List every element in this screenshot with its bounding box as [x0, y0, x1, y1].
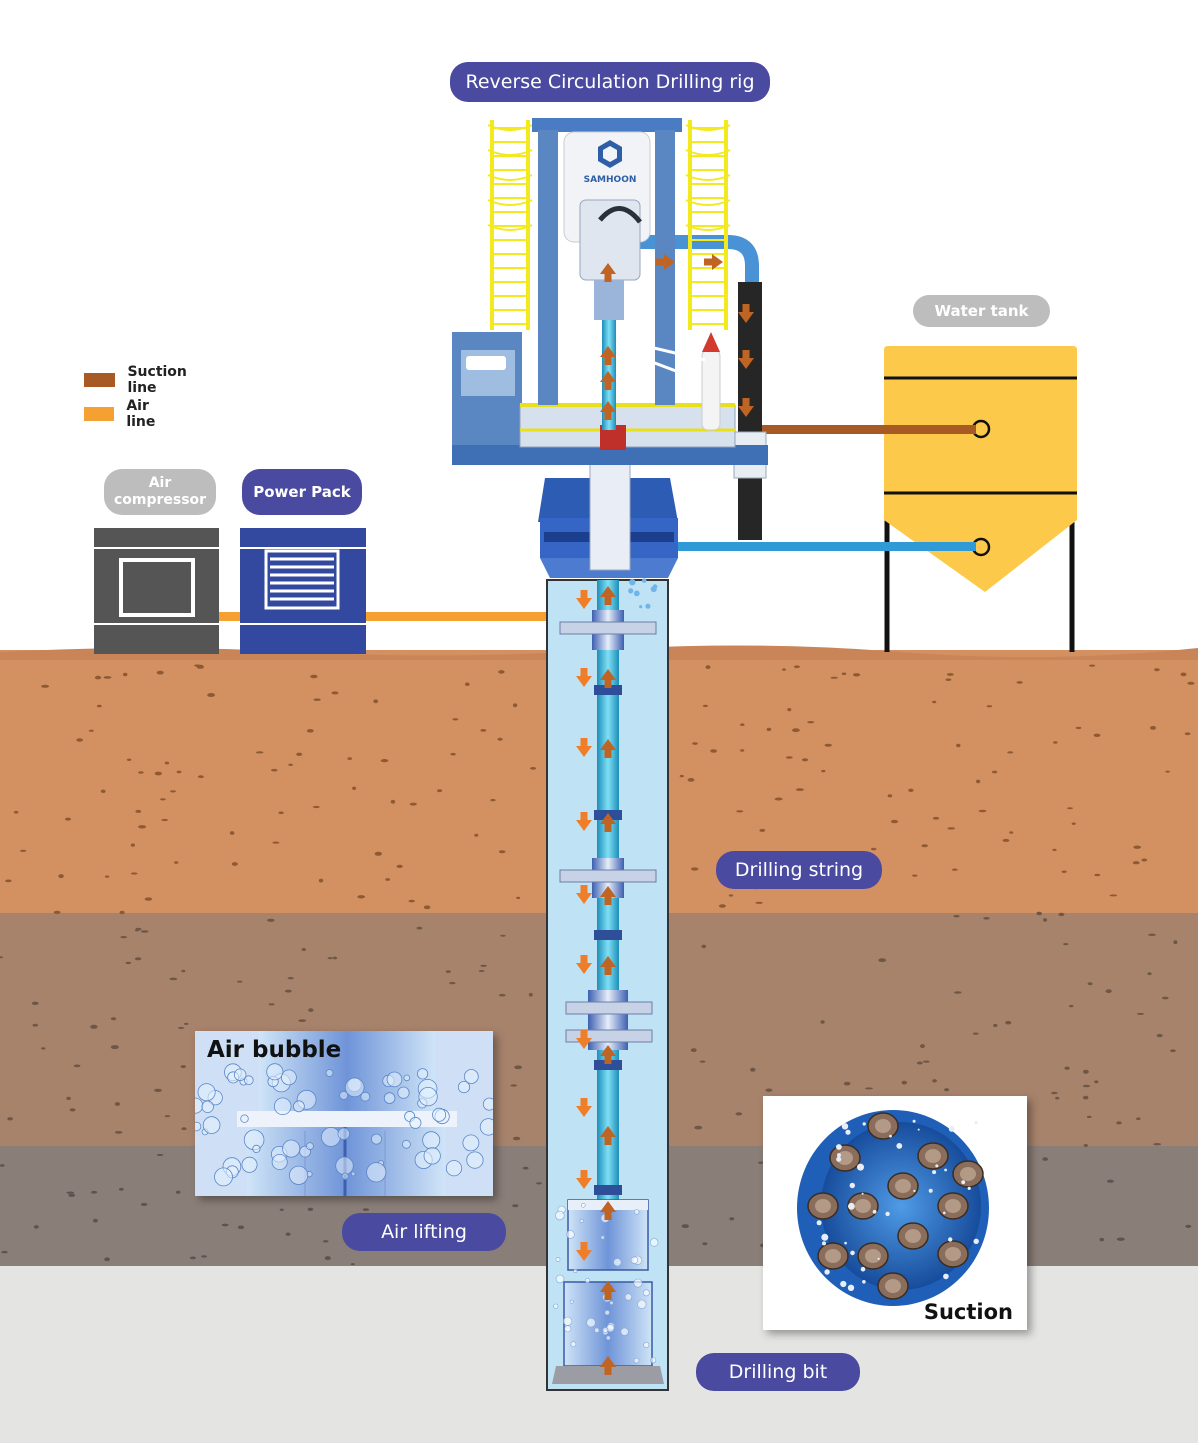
air-line-compressor: [219, 612, 241, 621]
rotary-table: [538, 449, 678, 578]
water-supply-pipe: [678, 542, 976, 551]
legend-swatch-suction: [84, 373, 116, 387]
water-tank: [884, 346, 1077, 652]
air-lifting-label: Air lifting: [342, 1213, 506, 1251]
air-compressor-label-line1: Air: [148, 475, 172, 491]
rig-title-label: Reverse Circulation Drilling rig: [450, 62, 770, 102]
suction-inset-title: Suction: [923, 1300, 1013, 1324]
air-bubble-inset: Air bubble: [195, 1031, 493, 1196]
legend-swatch-air: [84, 407, 115, 421]
discharge-elbow-pipe: [640, 235, 759, 282]
power-pack-label: Power Pack: [242, 469, 362, 515]
air-line-main: [366, 612, 549, 621]
water-tank-label: Water tank: [913, 295, 1050, 327]
drilling-string-label: Drilling string: [716, 851, 882, 889]
soil-dots: [0, 664, 1195, 1266]
air-bubble-inset-title: Air bubble: [207, 1037, 342, 1063]
rig-brand-text: SAMHOON: [584, 175, 637, 185]
drilling-string: [559, 580, 657, 1200]
rig-platform: [452, 332, 768, 465]
air-bubble-illustration: [195, 1031, 493, 1196]
legend-item-suction-line: Suction line: [84, 364, 197, 396]
legend-item-air-line: Air line: [84, 398, 167, 430]
air-compressor-label-line2: compressor: [113, 492, 207, 508]
legend-label-suction: Suction line: [127, 364, 187, 396]
ladder-left: [487, 120, 533, 330]
rig-mast: SAMHOON: [532, 118, 706, 430]
air-compressor-unit: [94, 528, 219, 654]
borehole-bubbles: [553, 578, 659, 1364]
legend-label-air: Air line: [126, 398, 156, 430]
power-pack-unit: [240, 528, 366, 654]
suction-return-pipe: [760, 425, 976, 434]
drilling-bit-label: Drilling bit: [696, 1353, 860, 1391]
drill-bit-illustration: [797, 1110, 989, 1306]
air-compressor-label: Air compressor: [104, 469, 216, 515]
suction-inset: Suction: [763, 1096, 1027, 1330]
ladder-right: [685, 120, 731, 330]
